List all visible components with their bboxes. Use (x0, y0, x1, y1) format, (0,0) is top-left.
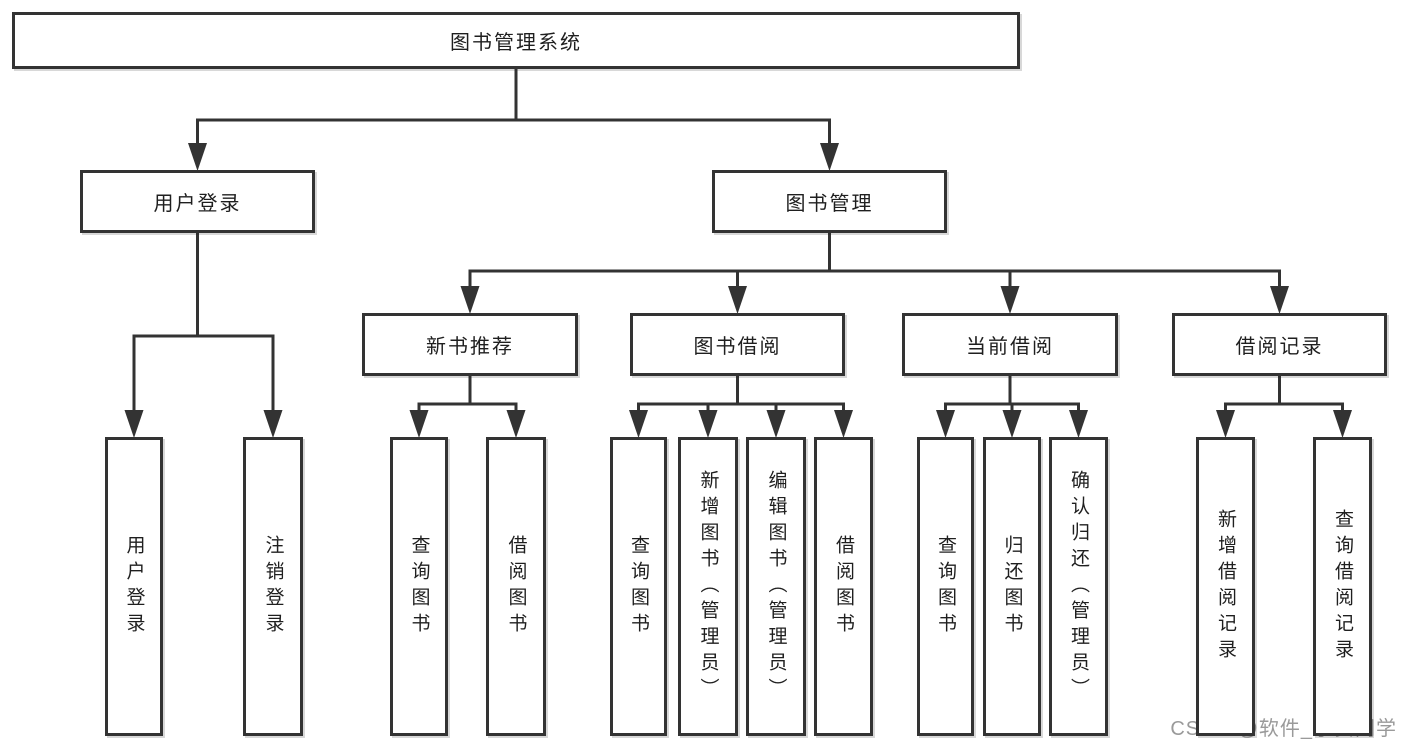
arrowhead-icon (1216, 410, 1235, 438)
node-book-mgmt: 图书管理 (712, 170, 947, 233)
node-label: 图书借阅 (693, 336, 782, 358)
node-bb-query: 查询图书 (610, 437, 667, 736)
node-label: 注销登录 (262, 534, 284, 639)
node-user-login-leaf: 用户登录 (105, 437, 163, 736)
node-system: 图书管理系统 (12, 12, 1020, 69)
node-nbr-borrow: 借阅图书 (486, 437, 546, 736)
node-label: 用户登录 (153, 193, 242, 215)
arrowhead-icon (1069, 410, 1088, 438)
node-new-book-rec: 新书推荐 (362, 313, 578, 376)
arrowhead-icon (936, 410, 955, 438)
node-br-query: 查询借阅记录 (1313, 437, 1372, 736)
node-label: 借阅记录 (1235, 336, 1324, 358)
node-logout-leaf: 注销登录 (243, 437, 303, 736)
arrowhead-icon (263, 410, 283, 438)
arrowhead-icon (728, 286, 747, 314)
node-label: 借阅图书 (833, 534, 854, 639)
arrowhead-icon (1000, 286, 1020, 314)
node-label: 编辑图书（管理员） (765, 469, 787, 704)
node-cb-return: 归还图书 (983, 437, 1041, 736)
node-bb-add: 新增图书（管理员） (678, 437, 738, 736)
node-bb-edit: 编辑图书（管理员） (746, 437, 806, 736)
node-label: 当前借阅 (966, 336, 1054, 358)
node-label: 图书管理 (785, 193, 874, 215)
arrowhead-icon (820, 143, 839, 171)
node-label: 用户登录 (123, 534, 145, 639)
arrowhead-icon (506, 410, 526, 438)
node-cb-confirm: 确认归还（管理员） (1049, 437, 1108, 736)
node-user-login: 用户登录 (80, 170, 315, 233)
node-label: 归还图书 (1001, 534, 1023, 639)
node-label: 借阅图书 (505, 534, 527, 639)
node-label: 查询图书 (935, 534, 956, 639)
node-book-borrow: 图书借阅 (630, 313, 845, 376)
node-bb-borrow: 借阅图书 (814, 437, 873, 736)
node-label: 查询借阅记录 (1332, 508, 1353, 665)
node-br-add: 新增借阅记录 (1196, 437, 1255, 736)
arrowhead-icon (124, 410, 144, 438)
arrowhead-icon (409, 410, 429, 438)
node-label: 确认归还（管理员） (1068, 469, 1089, 704)
arrowhead-icon (1270, 286, 1289, 314)
arrowhead-icon (1002, 410, 1022, 438)
node-cb-query: 查询图书 (917, 437, 974, 736)
node-current-borrow: 当前借阅 (902, 313, 1118, 376)
node-label: 查询图书 (628, 534, 649, 639)
arrowhead-icon (1333, 410, 1352, 438)
node-label: 新书推荐 (426, 336, 514, 358)
arrowhead-icon (698, 410, 718, 438)
node-borrow-record: 借阅记录 (1172, 313, 1387, 376)
node-nbr-query: 查询图书 (390, 437, 448, 736)
arrowhead-icon (629, 410, 648, 438)
node-label: 图书管理系统 (450, 32, 582, 54)
node-label: 查询图书 (408, 534, 430, 639)
arrowhead-icon (188, 143, 207, 171)
arrowhead-icon (834, 410, 853, 438)
arrowhead-icon (460, 286, 480, 314)
arrowhead-icon (766, 410, 786, 438)
node-label: 新增借阅记录 (1215, 508, 1236, 665)
node-label: 新增图书（管理员） (697, 469, 719, 704)
